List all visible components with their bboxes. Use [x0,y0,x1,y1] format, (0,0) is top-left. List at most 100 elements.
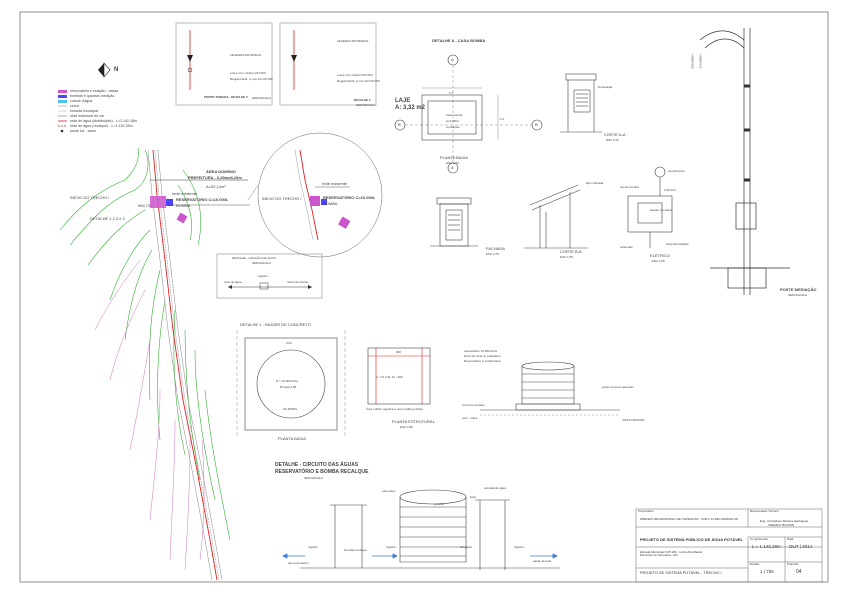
tank-view-title: VISTA FRONTAL [622,418,645,422]
pole-title: POSTE MEDIAÇÃO [780,287,817,292]
pump-house-section-bb [524,184,588,249]
legend-item: rede de água (recalque) - L=1.151,33m [70,123,133,128]
pump-house-slab-label: LAJE [395,98,411,104]
circuit-title-2: RESERVATÓRIO E BOMBA RECALQUE [275,469,369,475]
facade-title: FACHADA [486,246,505,251]
detail-4-item: Registro/Hidr. p/ rua 1/2 DN 050 [337,79,380,83]
site-area-value: A=52,14m² [206,184,226,189]
sheet-border [19,11,829,583]
site-reservoir-label: RESERVATÓRIO C=10.000L [176,197,229,202]
section-bb-scale: ESC 1/75 [560,255,573,259]
legend-item: poste luz - wires [70,128,96,133]
legend-swatches [58,90,67,133]
electric-detail [627,166,673,248]
tank-note: concreto armado [462,403,485,407]
circuit-flow-arrows [282,553,558,559]
site-network-label: rede existente [172,191,198,196]
title-block-length: L = 1.142,18m [752,544,781,549]
valve-left-label: rede de água [224,280,242,284]
tank-note: solo - nulos [462,416,478,420]
pole-label: 600 ABNN [690,54,695,69]
circuit-label: entrada de água [484,486,506,490]
title-block-date: OUT | 2014 [789,544,813,549]
legend-item: rede estrutural de via [70,113,104,118]
water-pipe-line [152,149,218,581]
struct-scale: ESC 1/30 [400,425,413,429]
electric-item: poço/bomba [668,169,685,173]
electric-title: ELÉTRICO [650,253,671,258]
concrete-slab [236,330,346,438]
valve-detail-title: DETALHE - LIGAÇÃO DE ÁGUA [232,256,276,260]
section-aa-scale: ESC 1/75 [606,138,619,142]
detail-4-legend-title: LEGENDA ENTRADAS [337,39,369,43]
north-arrow-icon [98,62,111,78]
electric-item: quadro comando [650,208,673,212]
title-block-date-label: Data [787,537,794,541]
zoom-pump-label: BOMBA [323,201,338,206]
detail-ponto-box [175,22,273,106]
legend-item: bombas e quadros medição [70,93,115,98]
valve-detail-subtitle: SEM ESCALA [252,261,272,265]
tank-note: poste concreto aterrado [602,385,634,389]
slab-dim: 3,00 [286,341,292,345]
section-marker-b: B [398,122,401,127]
tank-elevation [480,361,620,416]
legend-item: reservatório e estação - casas [70,88,119,93]
detail-ponto-item: Lotes com rebaixo DN 050 [230,71,266,75]
electric-scale: ESC 1/25 [652,259,665,263]
detail-ponto-item: Registro/Hidr. p/ rua 1/2 DN 050 [230,77,273,81]
slab-radier: fck 30MPa [283,407,298,411]
circuit-label: sai reservatório [288,561,309,565]
struct-note: Área malha negativa e uma malha positiva [366,407,423,411]
legend-item: cerca [70,103,79,108]
pump-house-dim-width: 1,7 [449,91,454,95]
valve-detail-box [216,253,323,299]
circuit-label: registro [386,545,397,549]
site-scale-label: DETALHE 1.2.3 e 2 [90,216,125,221]
title-block-resp: Eng. Civil Edson Moreira Hashigaya [760,519,809,523]
circuit-title: DETALHE - CIRCUITO DAS ÁGUAS [275,462,359,468]
meter-pole [699,28,790,295]
title-block-resp-sub: CREA/RS 152.000/D [768,523,795,527]
detail-4-title: DETALHE 4 [354,98,371,102]
section-marker-a: A [451,57,454,62]
electric-item: solenoide [620,245,633,249]
pump-house-plan-title: PLANTA BAIXA [440,155,468,160]
struct-dim: 300 [396,350,402,354]
detail-ponto-title: PONTO TOMADA - DETALHE 5 [204,95,248,99]
legend-item: estrada municipal [70,108,99,113]
detail-4-subtitle: SEM ESCALA [356,103,376,107]
title-block-length-label: Comprimento [750,537,769,541]
struct-bar: 3 - N1 ø 8c 12 - 300 [376,375,403,379]
site-elevation: 964,73 [138,203,151,208]
pump-house-dim-height: 1,0 [500,117,505,121]
electric-item: sistema/medição [666,242,689,246]
section-marker-b: B [535,122,538,127]
title-block-lines [635,508,823,583]
circuit-label: escada [434,502,444,506]
pump-house-slab-area: A: 3,32 m2 [395,105,426,111]
title-block-scale: 1 | 750 [760,569,774,574]
zoom-network-label: rede existente [322,181,348,186]
pole-label: 220 ABNN [698,54,703,69]
detail-4-item: Lotes com rebaixo DN 050 [337,73,373,77]
site-start-label: INÍCIO DO TRECHO I [70,195,110,200]
slab-title: DETALHE 1 - RADIER DE CONCRETO [240,322,311,327]
pump-house-section-aa [560,73,602,133]
title-block-sheet: 04 [796,569,802,575]
site-area-label: ÁREA DOMÍNIO [206,169,236,174]
zoom-start-label: INÍCIO DO TRECHO I [262,196,302,201]
circuit-label: bombas recalque [344,548,368,552]
circuit-label: para-raios [382,489,396,493]
struct-title: PLANTA ESTRUTURAL [392,419,435,424]
section-bb-title: CORTE B-B [560,249,582,254]
title-block-scale-label: Escala [750,562,760,566]
title-block-owner: PREFEITURA MUNICIPAL DE ITAPEVA/SP - CNP… [640,517,738,521]
electric-item: via até bomba [620,185,639,189]
title-block-footer: PROJETO DE SISTEMA POTÁVEL - TRECHO I [640,571,722,575]
site-pump-label: BOMBA [176,203,191,208]
pump-house-inner-area: A=2,98m² [446,119,460,123]
slab-circle-label: D = 10.000 litros [276,379,298,383]
